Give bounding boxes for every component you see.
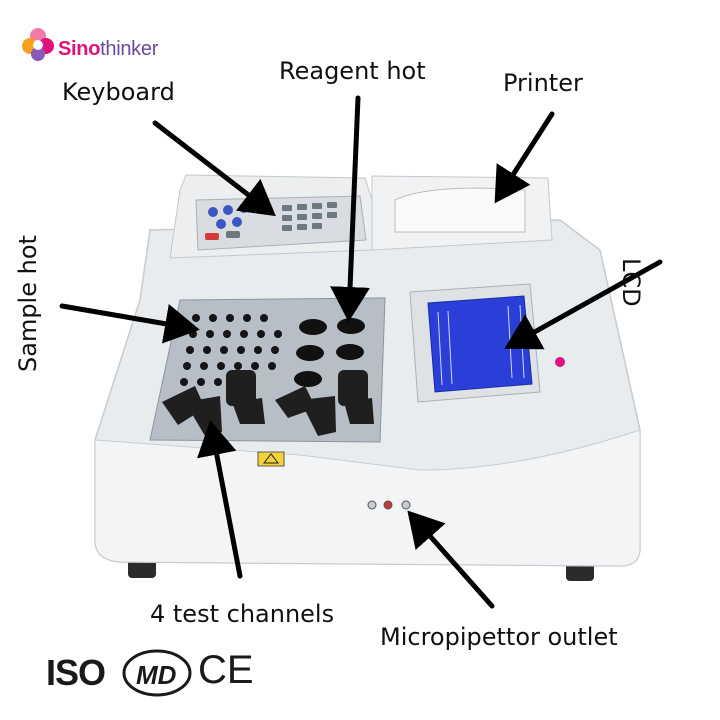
brand-name: Sinothinker [58, 38, 159, 60]
label-micropipettor: Micropipettor outlet [380, 623, 618, 651]
device-logo-icon [555, 357, 565, 367]
port-middle [383, 500, 393, 510]
md-mark-icon [122, 649, 192, 697]
test-channel-clips [162, 370, 374, 436]
keyboard-arrow [152, 120, 276, 217]
channels-arrow [197, 420, 243, 579]
port-left [367, 500, 377, 510]
sample-arrow [59, 303, 200, 344]
lcd-arrow [504, 259, 663, 350]
sinothinker-logo-icon [22, 28, 54, 61]
micropipettor-arrow [407, 510, 495, 609]
label-keyboard: Keyboard [62, 78, 175, 106]
printer-arrow [494, 111, 555, 204]
label-lcd: LCD [617, 258, 645, 307]
keypad-buttons [205, 202, 337, 240]
reagent-arrow [330, 95, 371, 322]
reagent-wells [294, 318, 365, 387]
label-sample: Sample hot [14, 235, 42, 372]
label-reagent: Reagent hot [279, 57, 426, 85]
port-right [401, 500, 411, 510]
device-foot-left [128, 560, 156, 578]
annotation-arrows [59, 95, 663, 609]
md-mark: MD [136, 660, 177, 690]
printer-slot [394, 187, 526, 233]
label-printer: Printer [503, 69, 583, 97]
device-foot-right [566, 563, 594, 581]
iso-mark: ISO [46, 652, 106, 693]
warning-triangle-icon [262, 453, 280, 464]
ce-mark: CE [198, 648, 254, 692]
label-channels: 4 test channels [150, 600, 335, 628]
